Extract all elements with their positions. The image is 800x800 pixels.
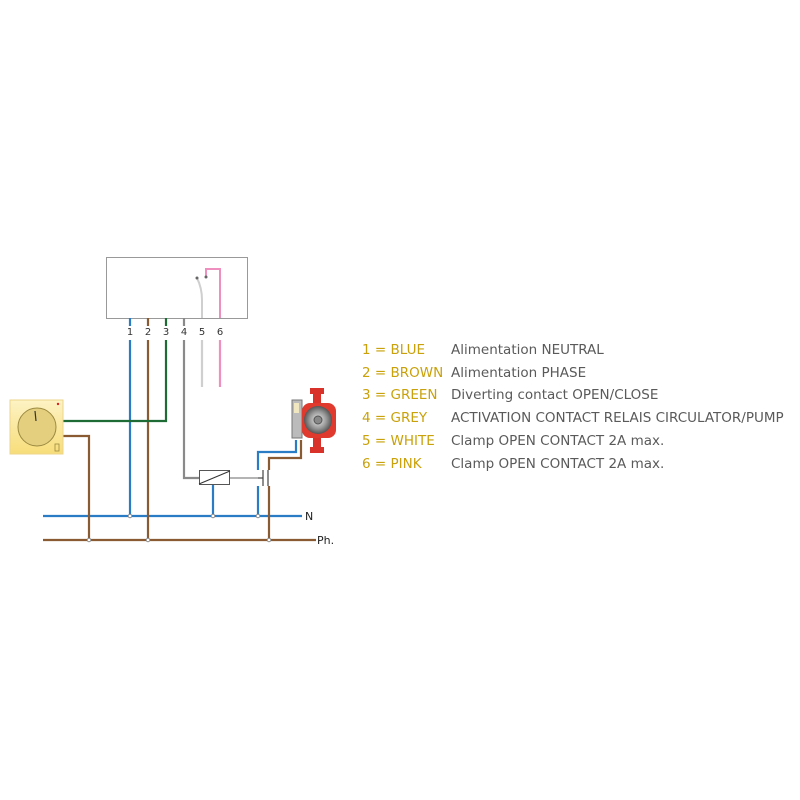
terminal-label-3: 3: [163, 327, 169, 338]
legend-desc: Diverting contact OPEN/CLOSE: [451, 387, 659, 404]
terminal-label-1: 1: [127, 327, 133, 338]
terminal-label-2: 2: [145, 327, 151, 338]
phase-label: Ph.: [317, 534, 334, 547]
terminal-label-5: 5: [199, 327, 205, 338]
legend-desc: Clamp OPEN CONTACT 2A max.: [451, 455, 665, 472]
legend-row-6: 6 = PINK Clamp OPEN CONTACT 2A max.: [362, 453, 784, 476]
legend-desc: ACTIVATION CONTACT RELAIS CIRCULATOR/PUM…: [451, 410, 784, 427]
terminal-label-4: 4: [181, 327, 187, 338]
legend-code: 5 = WHITE: [362, 432, 435, 449]
pink-internal-wire: [205, 268, 221, 318]
legend-code: 1 = BLUE: [362, 342, 426, 358]
wire-color-legend: 1 = BLUE Alimentation NEUTRAL 2 = BROWN Al…: [362, 339, 784, 475]
pump-phase-wire: [267, 440, 303, 540]
legend-code: 6 = PINK: [362, 455, 422, 472]
relay-contact: [258, 470, 269, 486]
thermostat-phase-wire: [63, 434, 91, 540]
pump-neutral-wire: [256, 440, 298, 516]
circulator-pump-icon: [291, 388, 336, 453]
legend-row-4: 4 = GREY ACTIVATION CONTACT RELAIS CIRCUL…: [362, 407, 784, 430]
control-unit-box: [106, 257, 248, 319]
legend-desc: Clamp OPEN CONTACT 2A max.: [451, 432, 665, 449]
legend-row-1: 1 = BLUE Alimentation NEUTRAL: [362, 339, 784, 362]
legend-desc: Alimentation NEUTRAL: [451, 342, 604, 358]
wire-3-green: [63, 318, 168, 423]
junctions: [86, 513, 272, 543]
neutral-label: N: [305, 510, 313, 523]
legend-code: 3 = GREEN: [362, 387, 438, 404]
wire-4-grey: [182, 318, 199, 480]
legend-code: 2 = BROWN: [362, 364, 444, 381]
legend-desc: Alimentation PHASE: [451, 364, 587, 381]
legend-row-2: 2 = BROWN Alimentation PHASE: [362, 362, 784, 385]
legend-row-5: 5 = WHITE Clamp OPEN CONTACT 2A max.: [362, 430, 784, 453]
legend-code: 4 = GREY: [362, 410, 428, 427]
legend-row-3: 3 = GREEN Diverting contact OPEN/CLOSE: [362, 384, 784, 407]
relay-coil: [198, 470, 258, 485]
terminal-label-6: 6: [217, 327, 223, 338]
white-internal-wire: [196, 277, 203, 318]
room-thermostat-icon: [9, 399, 64, 455]
